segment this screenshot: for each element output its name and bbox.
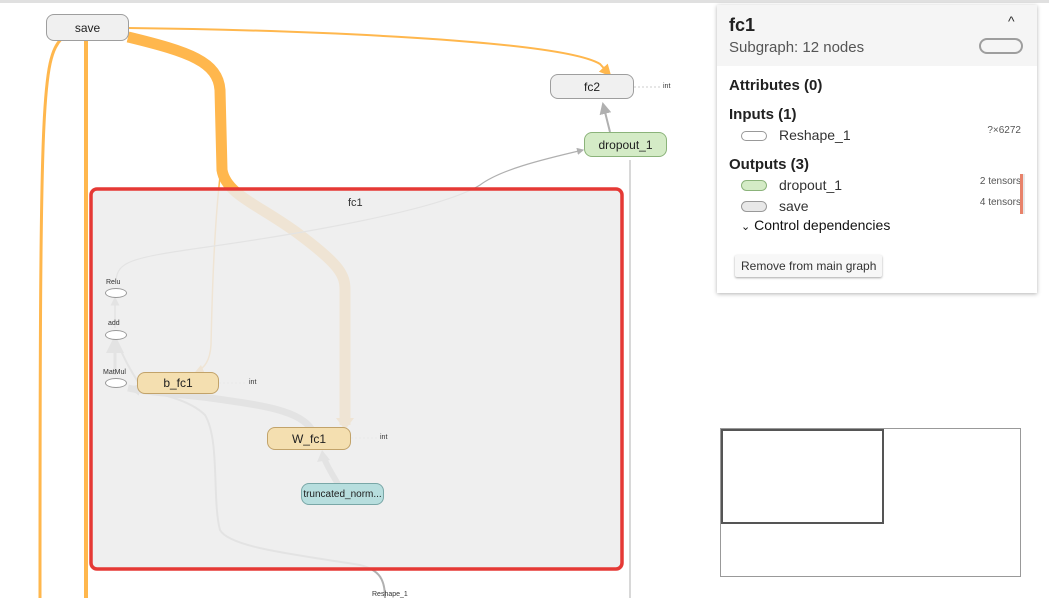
node-truncated-normal[interactable]: truncated_norm... [301, 483, 384, 505]
inputs-heading: Inputs (1) [729, 106, 797, 123]
chevron-up-icon[interactable]: ^ [1008, 13, 1015, 29]
add-label: add [108, 320, 120, 327]
fc2-int-label: int [663, 83, 671, 90]
node-save[interactable]: save [46, 14, 129, 41]
node-add[interactable] [105, 330, 127, 340]
remove-from-main-graph-button[interactable]: Remove from main graph [735, 255, 883, 277]
minimap[interactable] [720, 428, 1021, 577]
bfc1-int-label: int [249, 379, 257, 386]
subgraph-title: fc1 [348, 197, 363, 209]
output-dropout-oval [741, 180, 767, 191]
matmul-label: MatMul [103, 369, 126, 376]
relu-label: Relu [106, 279, 121, 286]
output-save[interactable]: save [779, 198, 809, 214]
node-fc2[interactable]: fc2 [550, 74, 634, 99]
output-dropout-1-count: 2 tensors [979, 176, 1021, 187]
output-dropout-1[interactable]: dropout_1 [779, 177, 843, 193]
edge-save-left-1 [38, 36, 64, 598]
output-save-count: 4 tensors [979, 197, 1021, 208]
outputs-heading: Outputs (3) [729, 156, 809, 173]
node-info-panel: fc1 Subgraph: 12 nodes ^ Attributes (0) … [717, 5, 1037, 293]
input-node-oval [741, 131, 767, 141]
reshape-1-label: Reshape_1 [372, 591, 408, 598]
control-dependencies-label: Control dependencies [754, 217, 891, 233]
chevron-down-icon: ⌄ [741, 221, 751, 233]
attributes-heading: Attributes (0) [729, 77, 823, 94]
panel-subtitle: Subgraph: 12 nodes [729, 39, 865, 56]
input-reshape-1-shape: ?×6272 [987, 125, 1021, 136]
node-relu[interactable] [105, 288, 127, 298]
panel-title: fc1 [729, 15, 756, 35]
node-dropout-1[interactable]: dropout_1 [584, 132, 667, 157]
edge-save-fc2 [127, 27, 612, 77]
control-dependencies-toggle[interactable]: ⌄ Control dependencies [741, 217, 890, 233]
edge-dropout-fc2 [599, 102, 612, 133]
subgraph-fc1-box [89, 187, 624, 571]
minimap-viewport[interactable] [721, 429, 884, 524]
input-reshape-1[interactable]: Reshape_1 [779, 127, 851, 143]
node-matmul[interactable] [105, 378, 127, 388]
output-bar-fill [1020, 174, 1023, 214]
top-divider [0, 0, 1049, 3]
panel-header [717, 5, 1037, 66]
node-b-fc1[interactable]: b_fc1 [137, 372, 219, 394]
wfc1-int-label: int [380, 434, 388, 441]
output-save-oval [741, 201, 767, 212]
node-color-swatch [979, 38, 1023, 54]
node-w-fc1[interactable]: W_fc1 [267, 427, 351, 450]
